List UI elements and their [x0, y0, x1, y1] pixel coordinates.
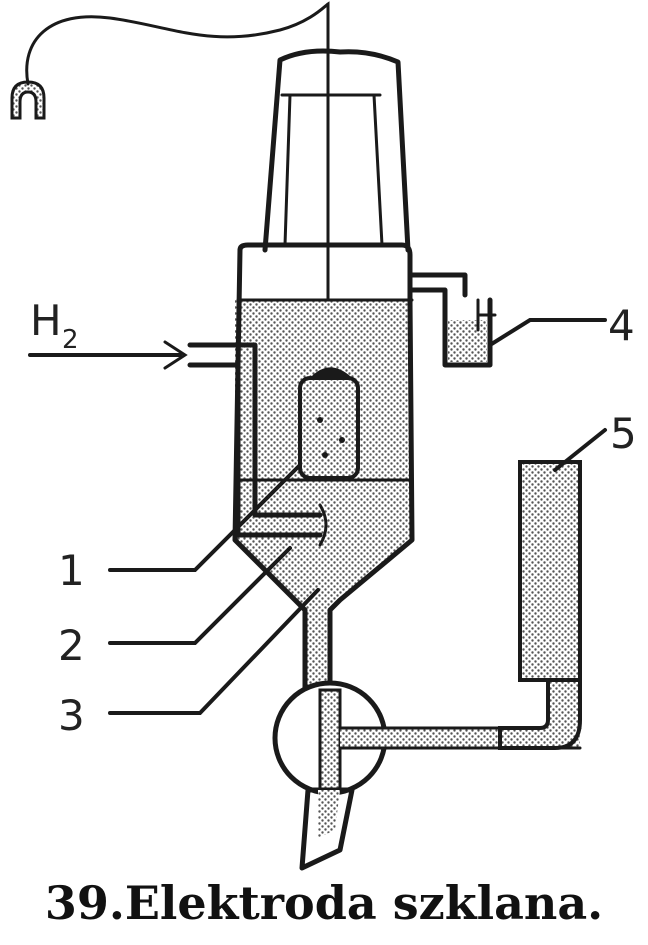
lead-wire — [25, 1, 330, 372]
hydrogen-inlet-tube — [187, 342, 328, 547]
hydrogen-label-group: H 2 — [28, 296, 188, 370]
leader-line-3 — [108, 588, 320, 715]
stopper — [262, 48, 411, 253]
electrical-plug — [10, 80, 46, 120]
part-label-1: 1 — [58, 546, 85, 595]
figure-caption: 39.Elektroda szklana. — [44, 876, 604, 930]
stopcock — [272, 680, 582, 796]
gas-label: H — [30, 296, 62, 345]
leader-line-2 — [108, 546, 292, 645]
leader-line-4 — [488, 318, 607, 347]
part-label-4: 4 — [608, 301, 635, 350]
leader-line-1 — [108, 463, 302, 572]
outlet-nozzle — [299, 787, 355, 871]
glass-bulb — [298, 367, 360, 480]
gas-flow-arrowhead — [163, 340, 188, 370]
side-tube — [498, 460, 582, 750]
leader-line-5 — [553, 428, 607, 472]
part-label-2: 2 — [58, 621, 85, 670]
gas-subscript: 2 — [62, 325, 79, 355]
part-labels: 1 2 3 4 5 — [58, 301, 637, 740]
vessel-liquid — [235, 300, 412, 690]
liquid-seal-outlet — [407, 272, 497, 368]
part-label-5: 5 — [610, 409, 637, 458]
part-label-3: 3 — [58, 691, 85, 740]
